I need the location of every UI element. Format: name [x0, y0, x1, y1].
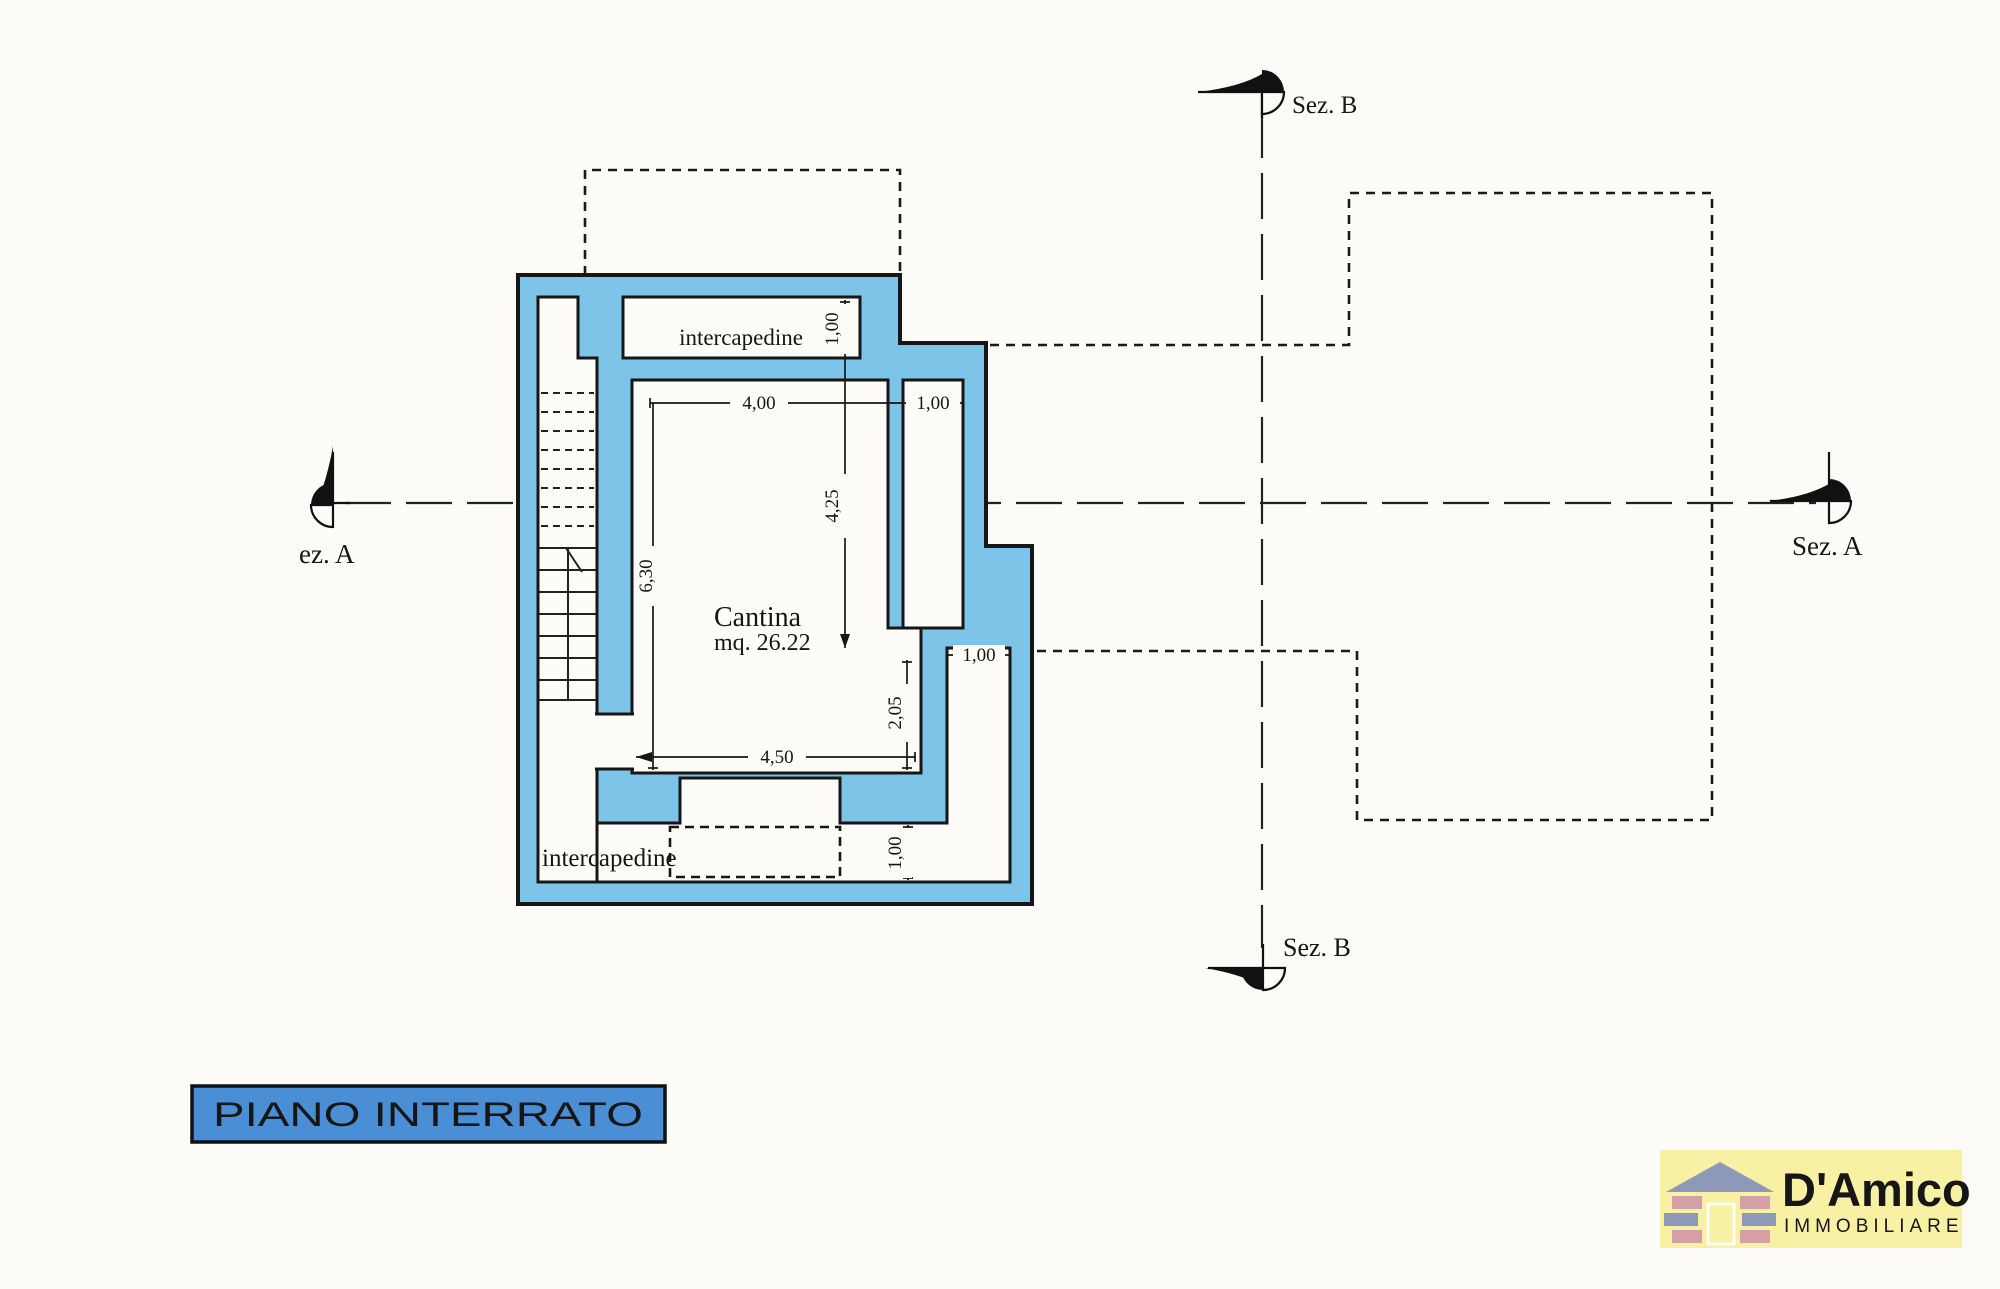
section-marker-b-bottom	[1205, 944, 1287, 992]
section-marker-b-top	[1198, 70, 1286, 118]
dim-arrow-down	[840, 634, 850, 648]
dim-corridor-width: 1,00	[916, 393, 949, 414]
intercapedine-bottom-label: intercapedine	[542, 845, 677, 872]
intercapedine-top-label: intercapedine	[679, 325, 803, 350]
section-label-a-right: Sez. A	[1792, 531, 1863, 561]
section-label-b-top: Sez. B	[1292, 92, 1357, 119]
dotted-outline-right	[990, 191, 1714, 822]
stair-break-mark	[565, 547, 583, 573]
logo-subtitle: IMMOBILIARE	[1784, 1216, 1964, 1237]
section-marker-a-left	[309, 446, 350, 529]
page-title: PIANO INTERRATO	[213, 1096, 643, 1134]
stair-opening	[595, 712, 634, 771]
intercapedine-top-room	[621, 295, 862, 360]
house-icon	[1664, 1162, 1776, 1246]
dim-intercapedine-top-height: 1,00	[822, 312, 843, 345]
title-bar: PIANO INTERRATO	[190, 1084, 667, 1144]
bottom-dashed-rect	[668, 825, 842, 879]
right-corridor-cavity	[901, 378, 965, 630]
dim-label-masks	[640, 304, 1005, 878]
staircase	[539, 392, 596, 701]
dotted-outline-top	[583, 168, 902, 275]
section-label-a-left: ez. A	[299, 539, 355, 569]
cantina-area-label: mq. 26.22	[714, 630, 811, 656]
cantina-room	[630, 378, 923, 775]
bottom-cavity	[595, 646, 1012, 884]
dim-cavity-right-width: 1,00	[962, 645, 995, 666]
section-marker-a-right	[1768, 452, 1853, 525]
cantina-label: Cantina	[714, 602, 802, 633]
section-label-b-bottom: Sez. B	[1283, 933, 1351, 962]
upper-floor-dotted-outline	[583, 168, 1714, 822]
dim-room-width-bottom: 4,50	[760, 747, 793, 768]
dim-arrow-left	[636, 752, 652, 762]
dim-cavity-bottom-height: 1,00	[885, 836, 906, 869]
logo-name: D'Amico	[1782, 1163, 1971, 1216]
dim-room-width-top: 4,00	[742, 393, 775, 414]
dim-room-total-height: 6,30	[636, 559, 657, 592]
dim-room-lower-height: 2,05	[885, 696, 906, 729]
agency-logo: D'Amico IMMOBILIARE	[1660, 1150, 1971, 1248]
dim-room-upper-height: 4,25	[822, 489, 843, 522]
